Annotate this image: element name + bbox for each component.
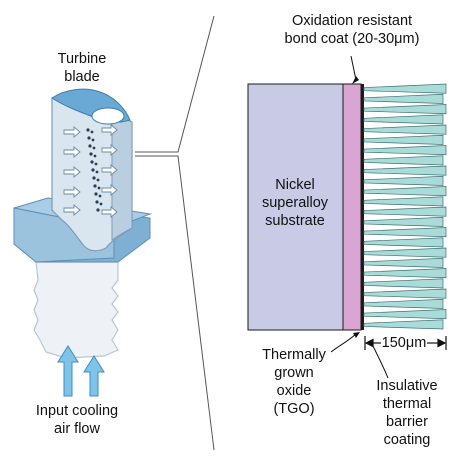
- tbc-columns: [363, 83, 447, 330]
- dimension-arrow-icon: [364, 336, 447, 350]
- tbc-column: [363, 257, 444, 268]
- tbc-column: [363, 93, 444, 104]
- tbc-column: [363, 155, 444, 166]
- thickness-label: 150μm: [381, 335, 427, 351]
- substrate-label: Nickel superalloy substrate: [261, 177, 329, 229]
- turbine-blade-label: Turbine blade: [57, 51, 107, 85]
- tbc-column: [363, 104, 447, 115]
- tbc-column: [363, 319, 444, 330]
- cooling-air-arrow-icon: [57, 345, 105, 397]
- cooling-air-label: Input cooling air flow: [35, 403, 119, 437]
- turbine-blade-illustration: [13, 88, 152, 359]
- coating-cross-section: [247, 83, 447, 331]
- tgo-layer: [361, 84, 364, 330]
- tbc-column: [363, 145, 447, 156]
- tbc-column: [363, 227, 447, 238]
- tbc-column: [363, 114, 444, 125]
- tbc-column: [363, 124, 447, 135]
- tbc-column: [363, 278, 444, 289]
- tbc-column: [363, 186, 447, 197]
- tbc-column: [363, 165, 447, 176]
- tbc-column: [363, 237, 444, 248]
- tbc-column: [363, 288, 447, 299]
- substrate-layer: [247, 83, 344, 331]
- tgo-label: Thermally grown oxide (TGO): [262, 347, 326, 417]
- tbc-column: [363, 298, 444, 309]
- tbc-label: Insulative thermal barrier coating: [376, 378, 438, 448]
- tbc-column: [363, 268, 447, 279]
- tbc-column: [363, 216, 444, 227]
- tbc-column: [363, 175, 444, 186]
- tbc-column: [363, 83, 447, 94]
- bond-coat-layer: [342, 83, 362, 331]
- tbc-column: [363, 134, 444, 145]
- tbc-column: [363, 309, 447, 320]
- tbc-column: [363, 247, 447, 258]
- bond-coat-label: Oxidation resistant bond coat (20-30μm): [284, 13, 420, 47]
- tbc-column: [363, 196, 444, 207]
- tbc-column: [363, 206, 447, 217]
- zoom-callout-lines: [135, 15, 215, 451]
